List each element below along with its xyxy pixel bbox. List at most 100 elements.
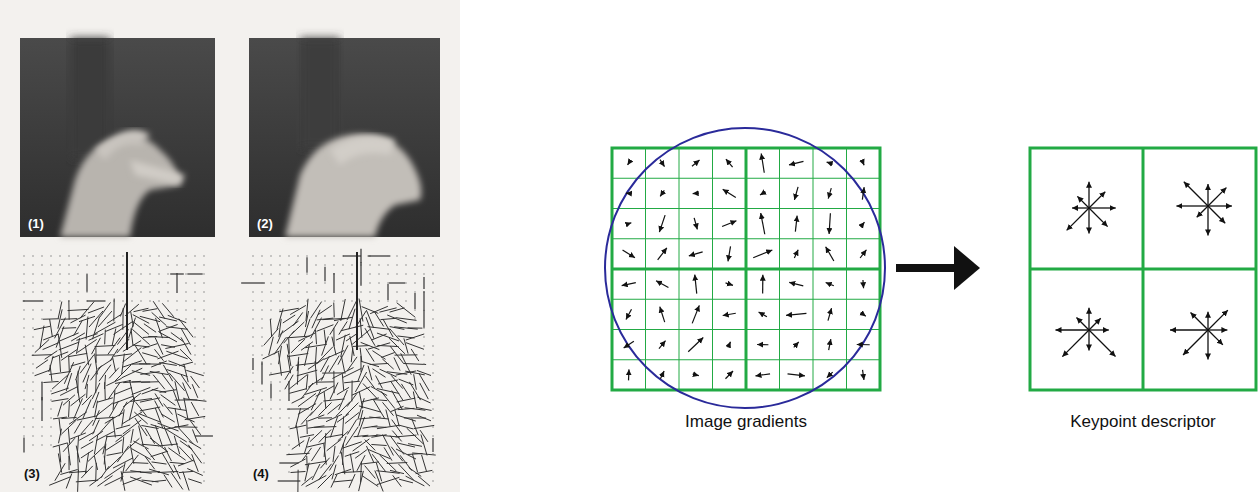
grid-dot: [50, 282, 51, 283]
grid-dot: [432, 264, 433, 265]
grid-dot: [432, 372, 433, 373]
grid-dot: [279, 426, 280, 427]
grid-dot: [158, 282, 159, 283]
orientation-segment: [298, 393, 316, 406]
orientation-segment: [158, 471, 179, 472]
orientation-segment: [142, 353, 158, 358]
orientation-segment: [318, 464, 331, 480]
grid-dot: [185, 282, 186, 283]
orientation-segment: [152, 462, 167, 464]
orientation-segment: [32, 354, 52, 356]
orientation-segment: [353, 345, 370, 347]
grid-dot: [158, 300, 159, 301]
orientation-segment: [404, 363, 426, 365]
gradient-arrow: [726, 159, 733, 167]
grid-dot: [203, 426, 204, 427]
orientation-segment: [333, 446, 335, 462]
grid-dot: [95, 264, 96, 265]
orientation-segment: [270, 384, 271, 399]
panel-number: (4): [251, 466, 271, 481]
grid-dot: [149, 264, 150, 265]
orientation-segment: [295, 408, 300, 428]
grid-dot: [194, 345, 195, 346]
orientation-segment: [152, 312, 167, 325]
orientation-segment: [135, 418, 147, 436]
grid-dot: [176, 264, 177, 265]
grid-dot: [23, 291, 24, 292]
orientation-segment: [310, 430, 322, 441]
orientation-segment: [320, 458, 329, 469]
grid-dot: [279, 291, 280, 292]
grid-dot: [405, 255, 406, 256]
grid-dot: [432, 300, 433, 301]
grid-dot: [252, 327, 253, 328]
orientation-segment: [329, 456, 338, 471]
orientation-segment: [353, 439, 370, 451]
grid-dot: [203, 372, 204, 373]
grid-dot: [252, 309, 253, 310]
grid-dot: [306, 255, 307, 256]
grid-dot: [432, 408, 433, 409]
orientation-segment: [347, 393, 357, 406]
gradient-arrow: [658, 248, 667, 260]
orientation-segment: [382, 359, 393, 369]
grid-dot: [41, 417, 42, 418]
gradient-arrow: [826, 282, 834, 285]
grid-dot: [203, 471, 204, 472]
grid-dot: [261, 354, 262, 355]
orientation-segment: [359, 471, 364, 491]
orientation-segment: [140, 407, 160, 411]
orientation-segment: [365, 328, 375, 346]
orientation-segment: [23, 438, 24, 453]
gradient-arrow: [728, 246, 731, 261]
orientation-segment: [300, 435, 314, 438]
orientation-segment: [153, 375, 165, 390]
orientation-segment: [104, 330, 106, 345]
gradient-arrow: [693, 374, 699, 376]
grid-dot: [324, 291, 325, 292]
grid-dot: [23, 318, 24, 319]
gradient-arrow: [623, 250, 635, 258]
grid-dot: [158, 291, 159, 292]
orientation-segment: [93, 392, 99, 408]
orientation-segment: [176, 273, 177, 293]
grid-dot: [324, 255, 325, 256]
orientation-segment: [183, 383, 190, 400]
grid-dot: [59, 273, 60, 274]
grid-dot: [203, 309, 204, 310]
grid-dot: [306, 282, 307, 283]
grid-dot: [423, 363, 424, 364]
orientation-segment: [110, 349, 118, 361]
grid-dot: [194, 291, 195, 292]
grid-dot: [288, 273, 289, 274]
orientation-segment: [382, 402, 393, 415]
orientation-segment: [311, 447, 320, 461]
grid-dot: [270, 309, 271, 310]
orientation-segment: [378, 380, 398, 384]
orientation-segment: [392, 390, 403, 409]
grid-dot: [252, 255, 253, 256]
grid-dot: [423, 345, 424, 346]
orientation-segment: [377, 477, 400, 484]
orientation-segment: [191, 376, 200, 388]
grid-dot: [59, 300, 60, 301]
grid-dot: [140, 255, 141, 256]
grid-dot: [261, 417, 262, 418]
gradient-arrow: [794, 342, 799, 347]
grid-dot: [396, 273, 397, 274]
grid-dot: [32, 318, 33, 319]
orientation-segment: [131, 328, 133, 345]
orientation-segment: [289, 375, 307, 390]
paper-panel: [0, 0, 460, 492]
orientation-segment: [179, 319, 193, 338]
grid-dot: [149, 255, 150, 256]
descriptor-grid: Keypoint descriptor: [980, 118, 1258, 438]
orientation-segment: [113, 322, 132, 335]
grid-dot: [32, 399, 33, 400]
orientation-segment: [125, 438, 140, 451]
orientation-segment: [164, 404, 173, 415]
grid-border: [612, 148, 880, 390]
grid-dot: [203, 354, 204, 355]
grid-dot: [351, 291, 352, 292]
grid-dot: [252, 372, 253, 373]
